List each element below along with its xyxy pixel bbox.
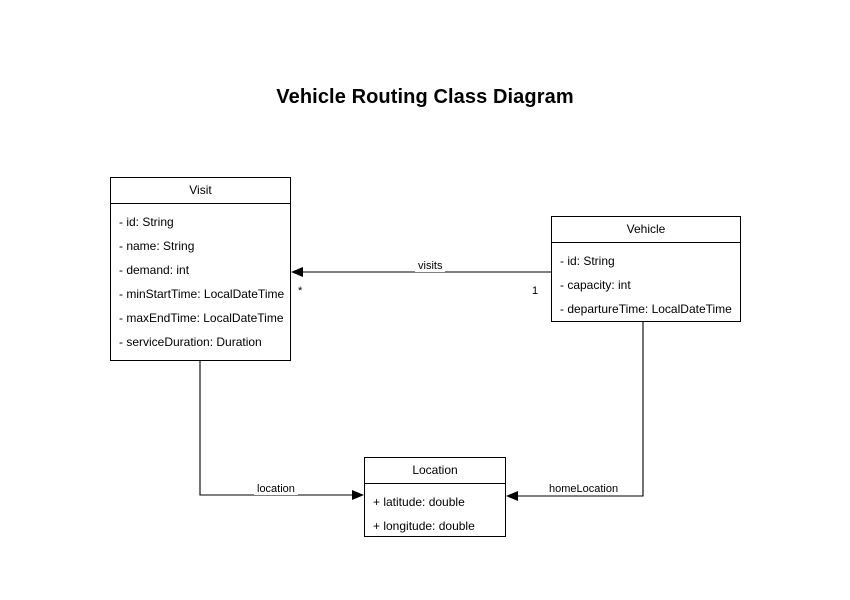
multiplicity-visit-end: * bbox=[298, 285, 303, 297]
multiplicity-vehicle-end: 1 bbox=[532, 285, 539, 297]
class-attribute: + longitude: double bbox=[373, 519, 475, 533]
home-location-arrowhead bbox=[506, 491, 518, 501]
home-location-line bbox=[515, 322, 644, 497]
relationship-label-home-location: homeLocation bbox=[546, 483, 622, 495]
class-attributes-vehicle: - id: String - capacity: int - departure… bbox=[552, 243, 740, 327]
class-attribute: - maxEndTime: LocalDateTime bbox=[119, 311, 284, 325]
class-name-vehicle: Vehicle bbox=[552, 217, 740, 243]
relationship-location bbox=[199, 361, 364, 500]
relationship-label-location: location bbox=[254, 483, 298, 495]
class-attribute: - serviceDuration: Duration bbox=[119, 335, 262, 349]
class-name-visit: Visit bbox=[111, 178, 290, 204]
location-line bbox=[199, 361, 355, 496]
relationship-home-location bbox=[506, 322, 644, 501]
relationship-visits bbox=[291, 267, 551, 277]
class-box-visit[interactable]: Visit - id: String - name: String - dema… bbox=[110, 177, 291, 361]
location-arrowhead bbox=[352, 490, 364, 500]
class-attribute: - name: String bbox=[119, 239, 195, 253]
class-attributes-location: + latitude: double + longitude: double bbox=[365, 484, 505, 544]
class-attribute: - departureTime: LocalDateTime bbox=[560, 302, 732, 316]
class-name-location: Location bbox=[365, 458, 505, 484]
relationship-label-visits: visits bbox=[415, 260, 446, 272]
class-attribute: - capacity: int bbox=[560, 278, 631, 292]
class-attributes-visit: - id: String - name: String - demand: in… bbox=[111, 204, 290, 360]
class-attribute: - id: String bbox=[560, 254, 615, 268]
class-attribute: + latitude: double bbox=[373, 495, 465, 509]
visits-arrowhead bbox=[291, 267, 303, 277]
class-box-location[interactable]: Location + latitude: double + longitude:… bbox=[364, 457, 506, 537]
class-attribute: - id: String bbox=[119, 215, 174, 229]
page-title: Vehicle Routing Class Diagram bbox=[276, 86, 574, 108]
class-box-vehicle[interactable]: Vehicle - id: String - capacity: int - d… bbox=[551, 216, 741, 322]
class-attribute: - minStartTime: LocalDateTime bbox=[119, 287, 285, 301]
class-attribute: - demand: int bbox=[119, 263, 190, 277]
